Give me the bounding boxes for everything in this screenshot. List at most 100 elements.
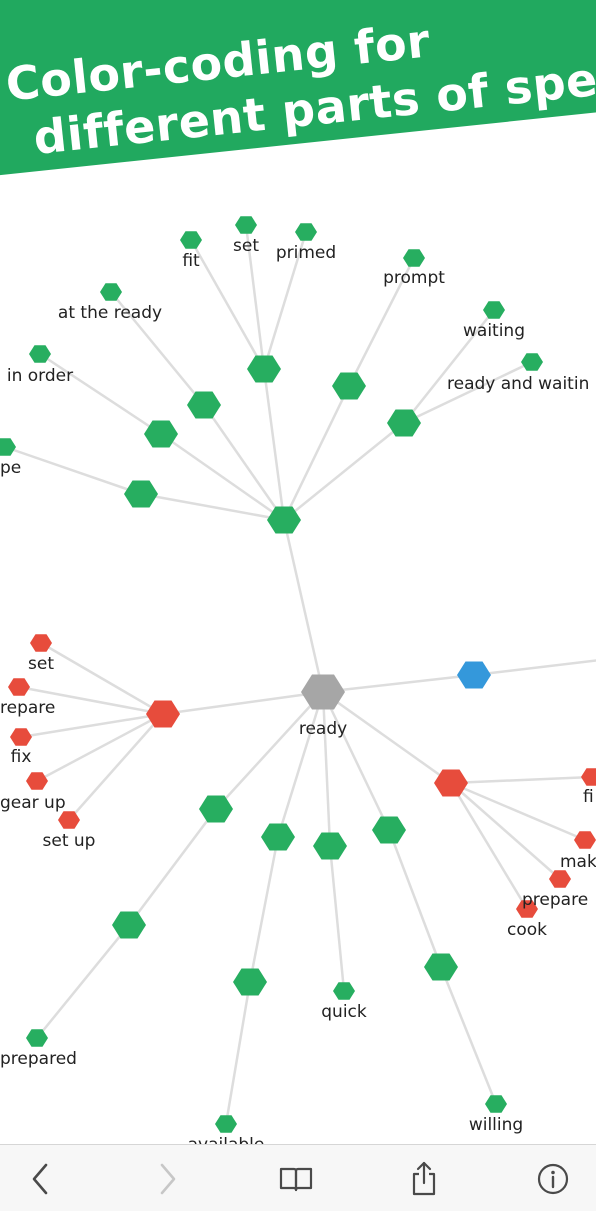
- edge-adj-hub-h2: [202, 404, 286, 521]
- label-prepared: prepared: [0, 1049, 77, 1069]
- edge-h2-at-the-ready: [110, 291, 205, 406]
- edge-adj-hub-h1: [262, 368, 286, 521]
- node-g2[interactable]: [261, 823, 295, 851]
- label-ready-and-waiting: ready and waitin: [447, 374, 589, 394]
- chevron-right-icon: [160, 1163, 176, 1195]
- label-cook: cook: [507, 920, 547, 940]
- chevron-left-icon: [32, 1163, 48, 1195]
- node-g6[interactable]: [233, 968, 267, 996]
- node-adverb[interactable]: [457, 661, 491, 689]
- edge-h4-pe: [4, 445, 142, 496]
- word-graph[interactable]: fit set primed prompt at the ready waiti…: [0, 0, 596, 1144]
- edge-center-g4: [321, 691, 391, 831]
- edge-h5-prompt: [347, 257, 416, 387]
- node-verb-hub-left[interactable]: [146, 700, 180, 728]
- graph-nodes[interactable]: [0, 216, 596, 1133]
- edge-adj-hub-h6: [283, 422, 405, 521]
- browser-toolbar: [0, 1144, 596, 1211]
- node-prompt[interactable]: [403, 249, 425, 267]
- label-pe: pe: [0, 458, 21, 478]
- node-pe[interactable]: [0, 438, 16, 456]
- node-in-order[interactable]: [29, 345, 51, 363]
- share-icon: [412, 1161, 436, 1196]
- node-g1[interactable]: [199, 795, 233, 823]
- edge-h1-primed: [262, 231, 308, 370]
- node-ready-and-waiting[interactable]: [521, 353, 543, 371]
- back-button[interactable]: [20, 1159, 60, 1199]
- node-g5[interactable]: [112, 911, 146, 939]
- edge-center-g1: [215, 691, 324, 810]
- edge-center-g2: [276, 691, 325, 838]
- node-mak[interactable]: [574, 831, 596, 849]
- node-g4[interactable]: [372, 816, 406, 844]
- label-set-red: set: [28, 654, 54, 674]
- node-center[interactable]: [301, 674, 345, 710]
- node-gear-up[interactable]: [26, 772, 48, 790]
- edge-center-g3: [321, 691, 332, 847]
- node-g7[interactable]: [424, 953, 458, 981]
- node-prepare[interactable]: [549, 870, 571, 888]
- node-h1[interactable]: [247, 355, 281, 383]
- node-willing[interactable]: [485, 1095, 507, 1113]
- edge-h3-in-order: [39, 352, 162, 436]
- edge-adj-hub-h3: [160, 432, 285, 522]
- edge-h6-waiting: [403, 309, 495, 424]
- node-h2[interactable]: [187, 391, 221, 419]
- node-prepared[interactable]: [26, 1029, 48, 1047]
- label-quick: quick: [321, 1002, 367, 1022]
- edge-adj-hub-h5: [282, 385, 351, 521]
- node-h3[interactable]: [144, 420, 178, 448]
- share-button[interactable]: [404, 1159, 444, 1199]
- info-icon: [537, 1163, 569, 1195]
- node-fix-red[interactable]: [10, 728, 32, 746]
- node-h5[interactable]: [332, 372, 366, 400]
- edge-verb-hub-right-mak: [450, 781, 586, 842]
- edge-g1-g5: [128, 808, 217, 926]
- node-at-the-ready[interactable]: [100, 283, 122, 301]
- edge-adj-hub-h4: [140, 492, 285, 522]
- info-button[interactable]: [533, 1159, 573, 1199]
- edge-verb-hub-left-gear-up: [36, 712, 164, 783]
- edge-verb-hub-left-set-up: [68, 713, 164, 821]
- node-set-red[interactable]: [30, 634, 52, 652]
- graph-edges: [4, 224, 596, 1125]
- label-primed: primed: [276, 243, 336, 263]
- node-available[interactable]: [215, 1115, 237, 1133]
- edge-g2-g6: [248, 836, 280, 983]
- node-h4[interactable]: [124, 480, 158, 508]
- label-fi: fi: [583, 787, 594, 807]
- bookmarks-button[interactable]: [276, 1159, 316, 1199]
- node-waiting[interactable]: [483, 301, 505, 319]
- node-cook[interactable]: [516, 900, 538, 918]
- label-mak: mak: [560, 852, 596, 872]
- node-set-up[interactable]: [58, 811, 80, 829]
- label-repare: repare: [0, 698, 55, 718]
- forward-button[interactable]: [148, 1159, 188, 1199]
- edge-verb-hub-right-cook: [449, 782, 529, 910]
- node-h6[interactable]: [387, 409, 421, 437]
- node-verb-hub-right[interactable]: [434, 769, 468, 797]
- edge-g7-willing: [439, 966, 498, 1105]
- label-set: set: [233, 236, 259, 256]
- node-set[interactable]: [235, 216, 257, 234]
- label-prompt: prompt: [383, 268, 445, 288]
- label-at-the-ready: at the ready: [58, 303, 162, 323]
- node-fit[interactable]: [180, 231, 202, 249]
- edge-g4-g7: [387, 829, 443, 968]
- node-adj-hub[interactable]: [267, 506, 301, 534]
- edge-center-adj-hub: [282, 519, 325, 693]
- edge-center-verb-hub-right: [322, 690, 452, 785]
- label-waiting: waiting: [463, 321, 525, 341]
- node-repare[interactable]: [8, 678, 30, 696]
- label-gear-up: gear up: [0, 793, 66, 813]
- node-primed[interactable]: [295, 223, 317, 241]
- open-book-icon: [279, 1167, 313, 1192]
- node-fi[interactable]: [581, 768, 596, 786]
- node-g3[interactable]: [313, 832, 347, 860]
- label-prepare: prepare: [522, 890, 588, 910]
- edge-h1-fit: [189, 239, 266, 370]
- edge-g5-prepared: [36, 924, 130, 1039]
- edge-center-verb-hub-left: [162, 690, 324, 716]
- node-quick[interactable]: [333, 982, 355, 1000]
- graph-labels: fit set primed prompt at the ready waiti…: [0, 236, 596, 1144]
